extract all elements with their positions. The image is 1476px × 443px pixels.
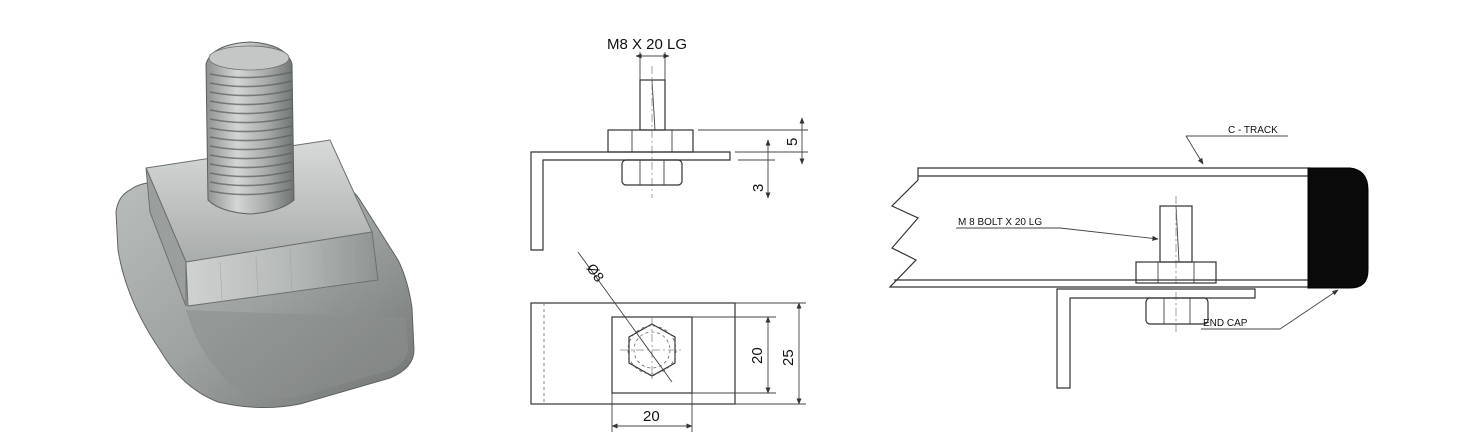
thread-line (209, 89, 293, 97)
front-view-drawing: M8 X 20 LG 5 3 (530, 36, 808, 251)
c-track-label: C - TRACK (1228, 125, 1278, 136)
thread-line (209, 107, 293, 115)
c-track-body (888, 167, 1311, 288)
end-cap-label: END CAP (1203, 318, 1248, 329)
assembly-angle-bracket (1056, 288, 1256, 389)
thread-line (209, 134, 293, 142)
plate-outline (530, 302, 736, 405)
assembly-nut-below (1145, 297, 1209, 325)
dim-plate-thickness: 3 (750, 184, 767, 192)
thread-line (209, 161, 293, 169)
bolt-size-label: M8 X 20 LG (607, 36, 687, 53)
tbolt-photo (115, 41, 415, 409)
thread-line (209, 179, 293, 187)
thread-line (209, 71, 293, 79)
thread-line (209, 152, 293, 160)
square-nut-outline (611, 316, 693, 394)
thread-line (209, 188, 293, 196)
end-cap (1307, 167, 1369, 289)
square-nut-below (621, 159, 683, 186)
assembly-nut-top (1135, 261, 1217, 284)
thread-line (209, 125, 293, 133)
square-nut-front (185, 231, 379, 307)
assembly-drawing: C - TRACK M 8 BOLT X 20 LG END CAP (888, 125, 1369, 389)
hex-nut-outline (628, 323, 676, 377)
dim-bottom-width: 20 (643, 408, 660, 425)
dim-nut-height: 5 (784, 138, 801, 146)
dim-outer-height: 25 (780, 349, 797, 366)
thread-line (209, 143, 293, 151)
thread-line (209, 98, 293, 106)
thread-line (209, 80, 293, 88)
top-view-drawing: Ø8 20 25 20 (530, 251, 806, 432)
thread-line (209, 170, 293, 178)
hex-nut-top (607, 129, 694, 153)
angle-bracket (530, 151, 731, 251)
assembly-bolt-label: M 8 BOLT X 20 LG (958, 217, 1042, 228)
dim-inner-width: 20 (749, 347, 766, 364)
thread-line (209, 116, 293, 124)
